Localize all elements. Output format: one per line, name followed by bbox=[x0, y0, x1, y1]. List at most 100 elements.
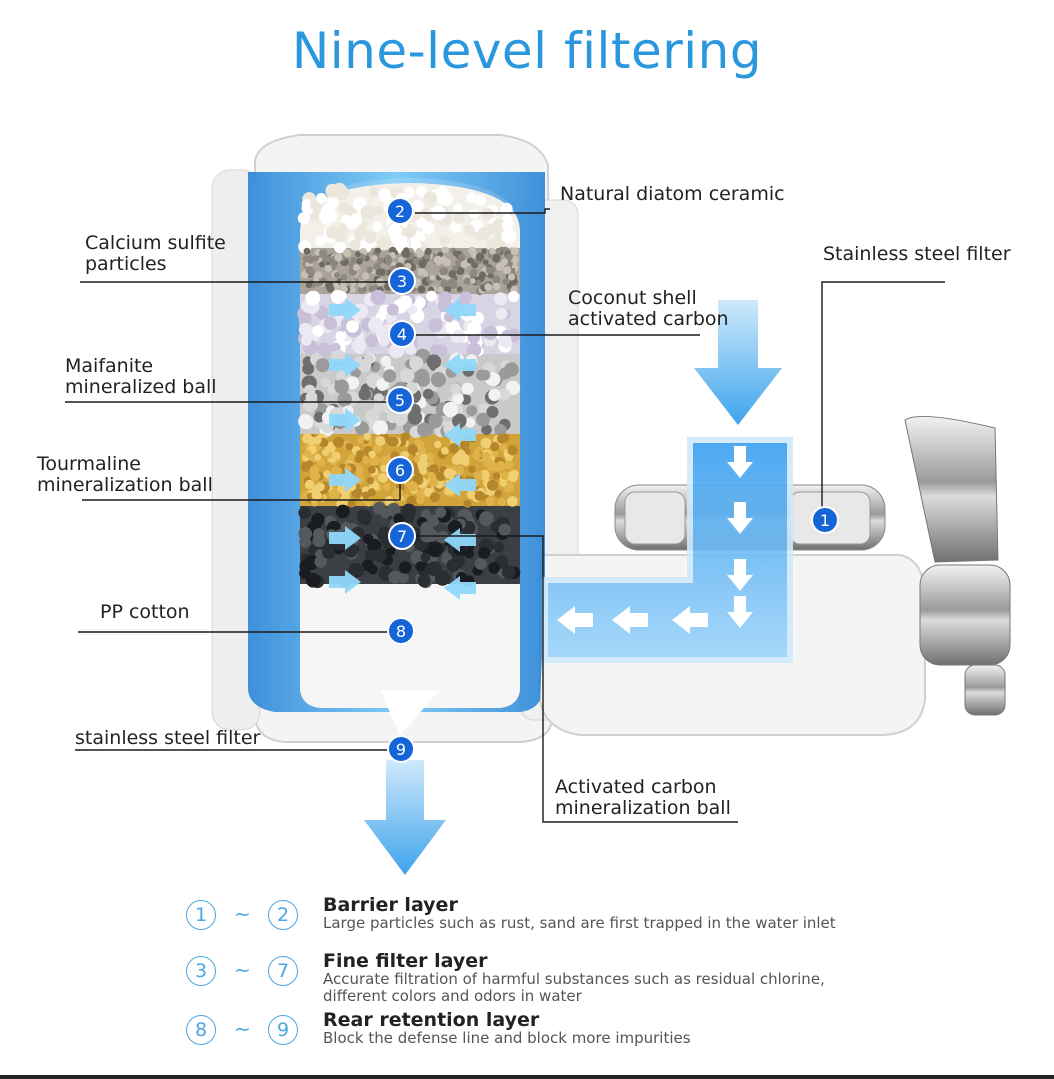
legend-from: 1 bbox=[186, 900, 216, 930]
filter-particle bbox=[360, 205, 376, 220]
marker-circle bbox=[387, 735, 415, 763]
filter-particle bbox=[377, 268, 386, 276]
filter-particle bbox=[482, 259, 489, 266]
filter-particle bbox=[299, 560, 312, 573]
filter-particle bbox=[375, 435, 386, 447]
filter-particle bbox=[364, 231, 377, 244]
filter-particle bbox=[485, 266, 494, 274]
filter-particle bbox=[452, 250, 459, 257]
filter-particle bbox=[372, 420, 388, 436]
marker-circle bbox=[388, 522, 416, 550]
filter-particle bbox=[416, 248, 422, 254]
filter-particle bbox=[378, 472, 389, 483]
filter-particle bbox=[373, 262, 381, 271]
filter-particle bbox=[363, 353, 375, 365]
filter-particle bbox=[489, 248, 496, 255]
filter-particle bbox=[311, 490, 322, 501]
filter-particle bbox=[437, 185, 448, 196]
filter-particle bbox=[388, 436, 399, 447]
filter-particle bbox=[346, 320, 359, 333]
filter-particle bbox=[438, 234, 450, 246]
filter-particle bbox=[471, 262, 478, 269]
filter-particle bbox=[334, 241, 347, 254]
filter-particle bbox=[422, 222, 435, 235]
filter-particle bbox=[428, 413, 443, 429]
filter-particle bbox=[398, 295, 413, 309]
filter-particle bbox=[309, 470, 321, 482]
filter-particle bbox=[374, 247, 381, 254]
legend-tilde: ~ bbox=[234, 958, 251, 982]
filter-particle bbox=[340, 280, 346, 286]
filter-particle bbox=[475, 252, 485, 262]
filter-particle bbox=[469, 278, 476, 284]
filter-particle bbox=[314, 454, 322, 461]
filter-particle bbox=[357, 279, 366, 288]
outlet-arrow bbox=[364, 690, 446, 875]
filter-particle bbox=[400, 368, 415, 383]
filter-particle bbox=[448, 443, 460, 454]
filter-particle bbox=[434, 255, 443, 264]
filter-particle bbox=[475, 279, 482, 286]
filter-particle bbox=[492, 275, 501, 284]
filter-particle bbox=[306, 255, 316, 264]
marker-number: 8 bbox=[396, 622, 406, 641]
flow-arrow bbox=[329, 408, 361, 432]
filter-particle bbox=[377, 236, 392, 251]
filter-particle bbox=[401, 432, 410, 441]
filter-particle bbox=[307, 268, 316, 277]
filter-particle bbox=[435, 506, 447, 518]
filter-particle bbox=[333, 272, 340, 279]
filter-particle bbox=[503, 266, 512, 275]
filter-particle bbox=[424, 247, 432, 256]
filter-particle bbox=[338, 202, 349, 213]
filter-particle bbox=[428, 318, 443, 333]
filter-particle bbox=[401, 249, 410, 258]
filter-particle bbox=[441, 246, 449, 254]
label-natural-diatom: Natural diatom ceramic bbox=[560, 183, 785, 205]
label-tourmaline: Tourmaline mineralization ball bbox=[37, 453, 213, 496]
filter-particle bbox=[368, 465, 376, 474]
filter-particle bbox=[337, 291, 347, 301]
flow-arrow bbox=[329, 468, 361, 492]
filter-particle bbox=[507, 260, 513, 267]
filter-particle bbox=[301, 199, 312, 210]
filter-particle bbox=[324, 264, 333, 273]
filter-particle bbox=[322, 546, 336, 560]
inlet-arrow bbox=[694, 300, 782, 425]
filter-particle bbox=[328, 488, 340, 500]
flow-arrow bbox=[444, 528, 476, 552]
marker-number: 7 bbox=[397, 527, 407, 546]
flow-arrow bbox=[727, 596, 753, 628]
marker-3: 3 bbox=[388, 267, 416, 295]
filter-particle bbox=[498, 333, 512, 347]
filter-particle bbox=[362, 491, 370, 500]
flow-arrow bbox=[444, 423, 476, 447]
filter-particle bbox=[486, 239, 498, 251]
filter-particle bbox=[345, 442, 354, 451]
filter-particle bbox=[362, 456, 370, 464]
filter-particle bbox=[319, 261, 326, 268]
filter-particle bbox=[508, 273, 516, 281]
filter-particle bbox=[494, 489, 502, 498]
filter-particle bbox=[499, 443, 507, 452]
filter-particle bbox=[298, 322, 313, 337]
filter-particle bbox=[430, 372, 446, 388]
filter-particle bbox=[333, 436, 345, 448]
filter-particle bbox=[429, 492, 440, 503]
filter-particle bbox=[348, 286, 356, 294]
filter-particle bbox=[486, 223, 499, 235]
leader-stainless-top bbox=[821, 281, 945, 518]
marker-number: 3 bbox=[397, 272, 407, 291]
filter-particle bbox=[363, 433, 372, 441]
filter-particle bbox=[450, 221, 462, 233]
marker-number: 4 bbox=[397, 325, 407, 344]
filter-particle bbox=[468, 465, 476, 473]
filter-particle bbox=[500, 471, 510, 481]
filter-particle bbox=[393, 513, 405, 525]
marker-1: 1 bbox=[811, 506, 839, 534]
filter-particle bbox=[469, 208, 480, 219]
filter-particle bbox=[315, 236, 326, 247]
filter-particle bbox=[502, 278, 509, 285]
filter-particle bbox=[303, 397, 318, 413]
